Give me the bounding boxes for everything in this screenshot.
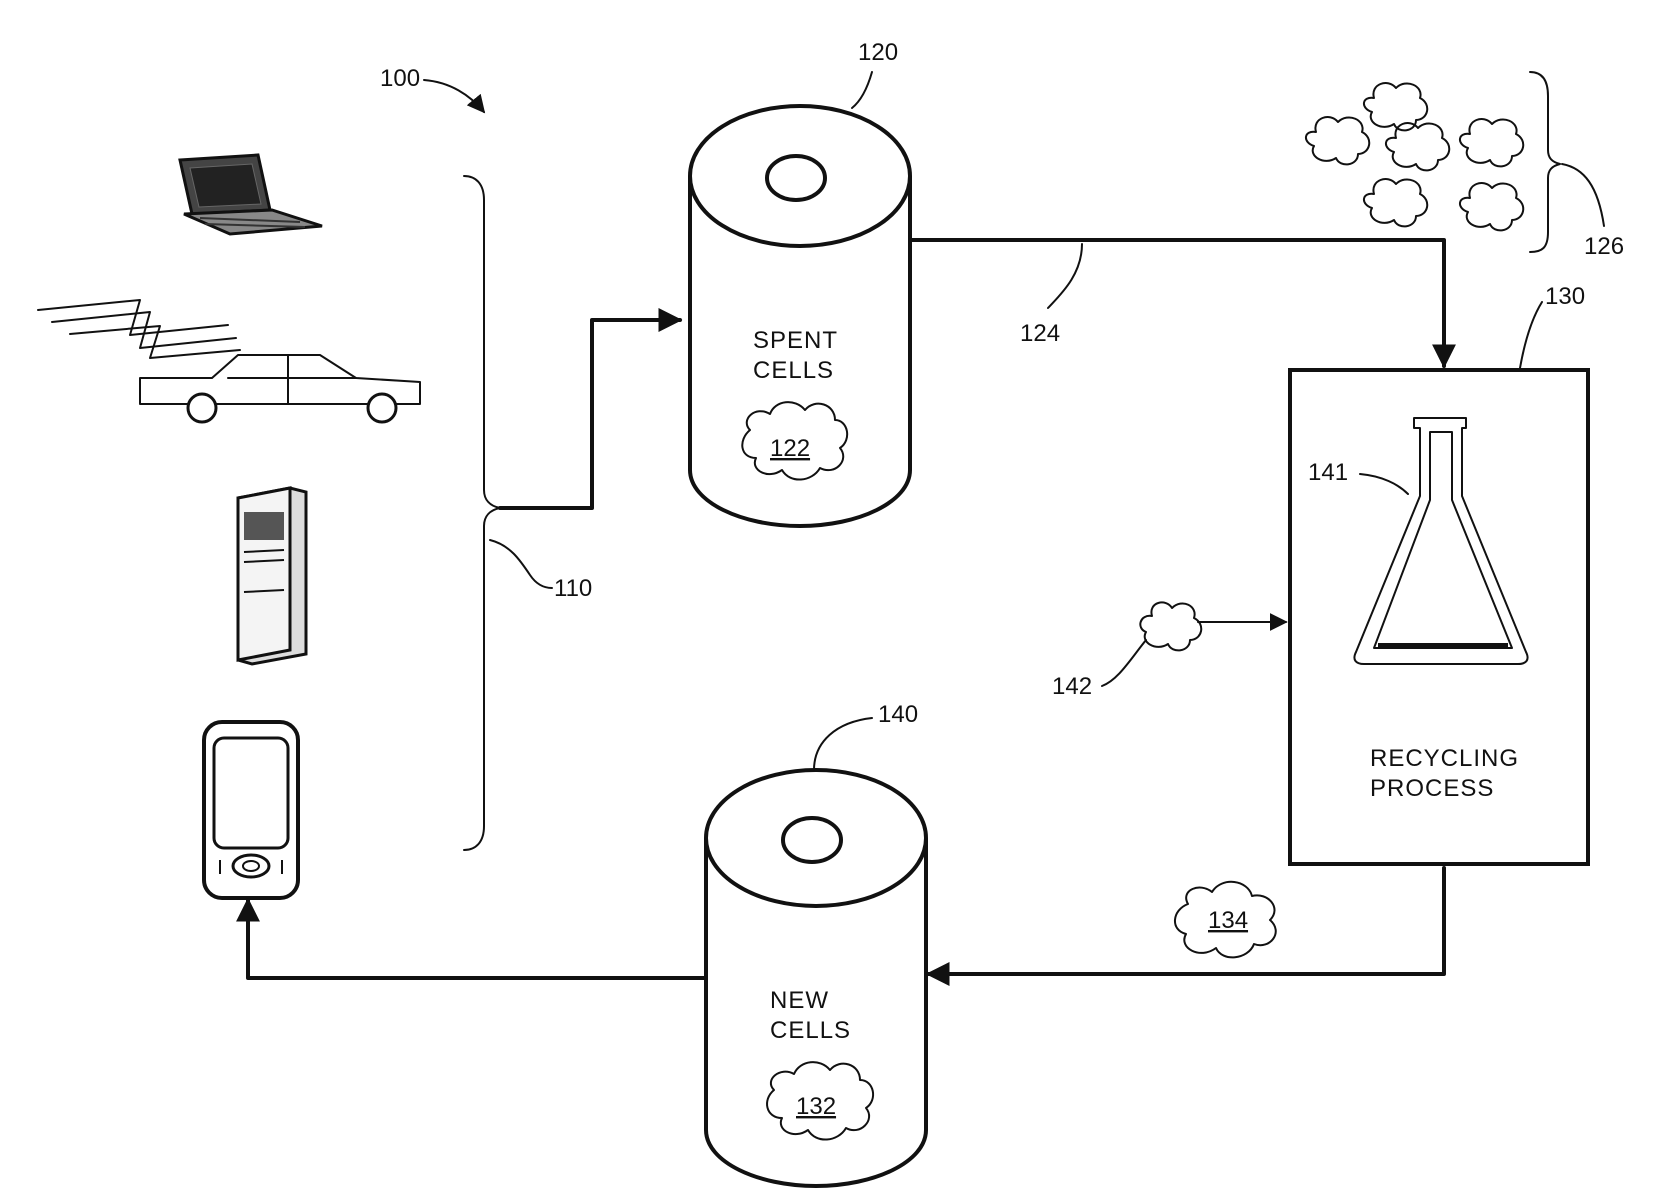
recycling-label-line1: RECYCLING: [1370, 745, 1519, 772]
flow-reference: 124: [1020, 244, 1082, 347]
ref-126: 126: [1584, 233, 1624, 260]
recycling-process-box: RECYCLING PROCESS: [1290, 370, 1588, 864]
ref-110: 110: [554, 575, 592, 602]
new-cells-reference: 140: [814, 701, 918, 770]
ref-130: 130: [1545, 283, 1585, 310]
ref-140: 140: [878, 701, 918, 728]
output-material-cloud: 134: [1175, 882, 1276, 958]
spent-cells-label-line1: SPENT: [753, 327, 838, 354]
ref-122: 122: [770, 435, 810, 462]
server-tower-icon: [238, 488, 306, 664]
new-to-devices-arrow: [248, 900, 706, 978]
spent-to-recycling-arrow: [908, 240, 1444, 366]
additive-cloud: 142: [1052, 602, 1286, 700]
system-reference: 100: [380, 65, 484, 112]
ref-100: 100: [380, 65, 420, 92]
spent-cells-reference: 120: [852, 39, 898, 108]
devices-to-spent-arrow: [500, 320, 680, 508]
ref-141: 141: [1308, 459, 1348, 486]
recycling-to-new-arrow: [928, 868, 1444, 974]
contaminant-clouds: [1306, 83, 1523, 230]
new-cells-cylinder: NEW CELLS 132: [706, 770, 926, 1186]
car-icon: [140, 355, 420, 422]
lightning-icon: [38, 300, 240, 358]
new-cells-label-line2: CELLS: [770, 1017, 851, 1044]
mobile-phone-icon: [204, 722, 298, 898]
device-group-brace: 110: [464, 176, 592, 850]
ref-132: 132: [796, 1093, 836, 1120]
ref-120: 120: [858, 39, 898, 66]
ref-124: 124: [1020, 320, 1060, 347]
recycling-reference: 130: [1520, 283, 1585, 368]
spent-cells-cylinder: SPENT CELLS 122: [690, 106, 910, 526]
ref-134: 134: [1208, 907, 1248, 934]
laptop-icon: [180, 155, 322, 234]
ref-142: 142: [1052, 673, 1092, 700]
contaminants-brace: 126: [1530, 72, 1624, 260]
spent-cells-label-line2: CELLS: [753, 357, 834, 384]
recycling-label-line2: PROCESS: [1370, 775, 1494, 802]
new-cells-label-line1: NEW: [770, 987, 829, 1014]
